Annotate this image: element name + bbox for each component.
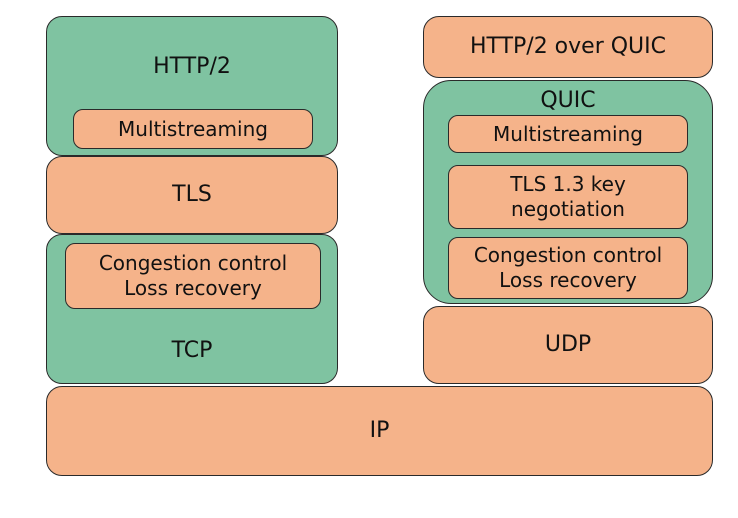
quic-tls-line2: negotiation <box>511 197 625 221</box>
http2-over-quic-label: HTTP/2 over QUIC <box>469 34 667 60</box>
quic-control-box: Congestion control Loss recovery <box>448 237 688 299</box>
ip-layer: IP <box>46 386 713 476</box>
quic-congestion-control-label: Congestion control <box>473 243 663 267</box>
quic-tls-line1: TLS 1.3 key <box>510 172 626 196</box>
tcp-congestion-control-label: Congestion control <box>98 251 288 275</box>
udp-layer: UDP <box>423 306 713 384</box>
ip-label: IP <box>369 418 390 444</box>
http2-over-quic-layer: HTTP/2 over QUIC <box>423 16 713 78</box>
http2-layer: HTTP/2 Multistreaming <box>46 16 338 156</box>
tcp-title: TCP <box>171 338 213 363</box>
tls-layer: TLS <box>46 156 338 234</box>
udp-label: UDP <box>544 332 592 358</box>
quic-tls-box: TLS 1.3 key negotiation <box>448 165 688 229</box>
http2-title: HTTP/2 <box>153 54 231 79</box>
tls-label: TLS <box>172 182 212 208</box>
tcp-layer: Congestion control Loss recovery TCP <box>46 234 338 384</box>
quic-title: QUIC <box>540 88 596 113</box>
quic-layer: QUIC Multistreaming TLS 1.3 key negotiat… <box>423 80 713 304</box>
http2-multistreaming-label: Multistreaming <box>118 116 268 141</box>
quic-multistreaming-label: Multistreaming <box>493 121 643 146</box>
tcp-control-box: Congestion control Loss recovery <box>65 243 321 309</box>
http2-multistreaming-box: Multistreaming <box>73 109 313 149</box>
quic-loss-recovery-label: Loss recovery <box>499 268 637 292</box>
quic-multistreaming-box: Multistreaming <box>448 115 688 153</box>
tcp-loss-recovery-label: Loss recovery <box>124 276 262 300</box>
